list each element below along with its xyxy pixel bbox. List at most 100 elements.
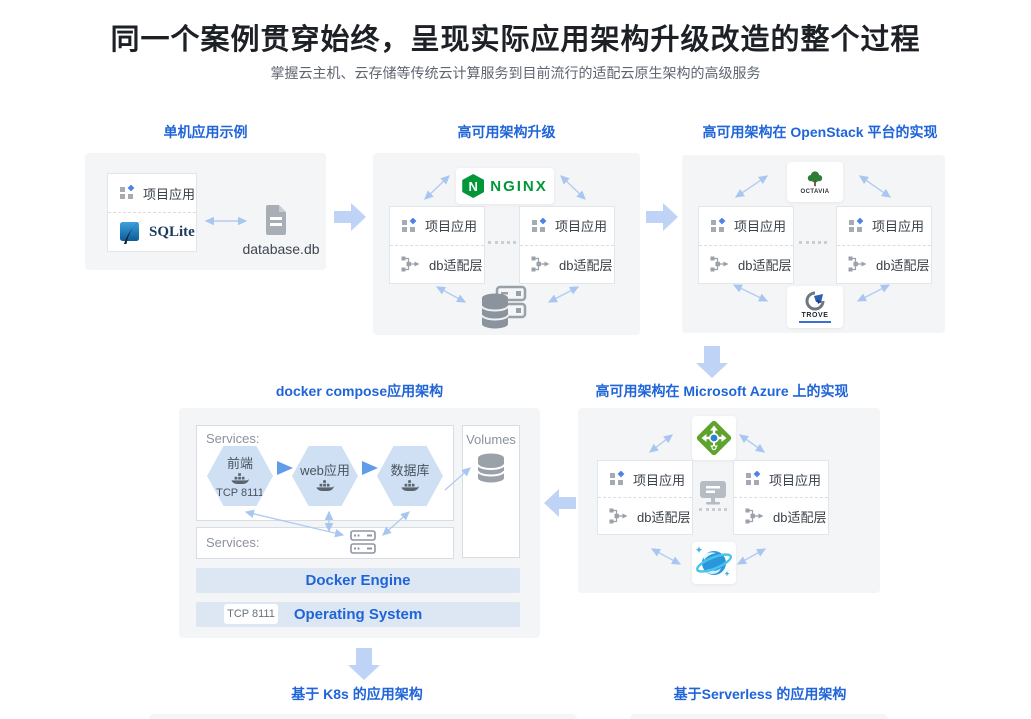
panel-label-k8s: 基于 K8s 的应用架构 — [291, 686, 423, 702]
volumes-label: Volumes — [466, 432, 516, 447]
trove-label: TROVE — [801, 312, 829, 319]
nginx-hexagon-icon: N — [462, 174, 485, 198]
panel-label-openstack: 高可用架构在 OpenStack 平台的实现 — [702, 124, 938, 140]
azure-node-card-1: 项目应用 db适配层 — [597, 460, 693, 535]
db-adapter-row: db适配层 — [390, 244, 484, 284]
db-adapter-label: db适配层 — [773, 509, 827, 525]
server-rack-icon — [350, 530, 376, 554]
db-adapter-row: db适配层 — [520, 244, 614, 284]
services-label: Services: — [206, 535, 260, 550]
page-title: 同一个案例贯穿始终，呈现实际应用架构升级改造的整个过程 — [110, 24, 921, 56]
app-label: 项目应用 — [872, 219, 925, 235]
app-label: 项目应用 — [425, 219, 478, 235]
app-label: 项目应用 — [633, 472, 686, 488]
app-grid-icon — [746, 471, 761, 485]
volume-cylinder-icon — [477, 453, 505, 483]
dots-separator — [488, 241, 516, 244]
hexagon-webapp: web应用 — [292, 446, 358, 506]
octavia-label: OCTAVIA — [800, 188, 830, 195]
app-grid-icon — [532, 217, 547, 232]
dots-separator — [699, 508, 727, 511]
app-grid-icon — [120, 185, 135, 199]
app-row: 项目应用 — [390, 207, 484, 245]
db-adapter-branch-icon — [745, 508, 764, 524]
database-server-icon — [481, 285, 527, 329]
app-label: 项目应用 — [734, 219, 787, 235]
arrow-ha-to-openstack — [646, 203, 678, 231]
db-adapter-row: db适配层 — [734, 497, 828, 534]
openstack-node-card-1: 项目应用 db适配层 — [698, 206, 794, 284]
app-grid-icon — [610, 471, 625, 485]
arrow-openstack-to-azure — [696, 346, 728, 378]
db-adapter-branch-icon — [609, 508, 628, 524]
db-adapter-branch-icon — [531, 256, 550, 272]
app-label: 项目应用 — [555, 219, 608, 235]
page-subtitle: 掌握云主机、云存储等传统云计算服务到目前流行的适配云原生架构的高级服务 — [270, 65, 761, 81]
cosmos-db-icon — [695, 546, 733, 577]
db-file-label: database.db — [242, 241, 320, 257]
openstack-node-card-2: 项目应用 db适配层 — [836, 206, 932, 284]
traffic-manager-icon — [696, 420, 732, 456]
azure-node-card-2: 项目应用 db适配层 — [733, 460, 829, 535]
db-adapter-label: db适配层 — [876, 257, 930, 273]
hexagon-name: 数据库 — [390, 462, 430, 478]
app-grid-icon — [849, 217, 864, 232]
octavia-tree-icon — [807, 170, 823, 186]
app-grid-icon — [711, 217, 726, 232]
tcp-port-chip: TCP 8111 — [224, 604, 278, 624]
monitor-icon — [700, 481, 726, 505]
hexagon-database: 数据库 — [377, 446, 443, 506]
db-adapter-branch-icon — [710, 256, 729, 272]
panel-label-standalone: 单机应用示例 — [163, 124, 248, 140]
db-adapter-branch-icon — [401, 256, 420, 272]
sqlite-row: SQLite — [108, 212, 196, 251]
app-row: 项目应用 — [734, 461, 828, 497]
hexagon-name: 前端 — [226, 456, 253, 471]
app-row: 项目应用 — [108, 174, 196, 212]
db-adapter-row: db适配层 — [699, 244, 793, 284]
octavia-card: OCTAVIA — [787, 162, 843, 202]
app-row: 项目应用 — [837, 207, 931, 245]
app-row: 项目应用 — [699, 207, 793, 245]
db-adapter-row: db适配层 — [837, 244, 931, 284]
app-label: 项目应用 — [143, 186, 196, 202]
hexagon-port: TCP 8111 — [216, 487, 264, 499]
volumes-box — [462, 425, 520, 558]
app-grid-icon — [402, 217, 417, 232]
db-adapter-branch-icon — [848, 256, 867, 272]
bottom-panel-k8s — [149, 714, 577, 719]
panel-label-azure: 高可用架构在 Microsoft Azure 上的实现 — [595, 383, 849, 399]
panel-label-docker: docker compose应用架构 — [275, 383, 444, 399]
ha-node-card-1: 项目应用 db适配层 — [389, 206, 485, 284]
docker-whale-icon — [401, 479, 419, 491]
nginx-logo: N NGINX — [462, 174, 548, 198]
panel-label-ha: 高可用架构升级 — [457, 124, 556, 140]
hexagon-frontend: 前端 TCP 8111 — [207, 446, 273, 506]
trove-icon — [805, 291, 825, 311]
nginx-card: N NGINX — [456, 168, 554, 204]
arrow-standalone-to-ha — [334, 203, 366, 231]
cosmos-db-card — [692, 542, 736, 584]
db-adapter-label: db适配层 — [738, 257, 792, 273]
docker-engine-bar: Docker Engine — [196, 568, 520, 593]
bottom-panel-serverless — [630, 714, 888, 719]
arrow-azure-to-docker — [544, 489, 576, 517]
standalone-app-card: 项目应用 SQLite — [107, 173, 197, 252]
sqlite-label: SQLite — [149, 223, 195, 240]
app-label: 项目应用 — [769, 472, 822, 488]
db-adapter-row: db适配层 — [598, 497, 692, 534]
docker-whale-icon — [316, 479, 334, 491]
app-row: 项目应用 — [520, 207, 614, 245]
trove-underline — [799, 321, 831, 323]
traffic-manager-card — [692, 416, 736, 460]
hexagon-name: web应用 — [300, 462, 350, 478]
docker-whale-icon — [231, 473, 249, 484]
db-adapter-label: db适配层 — [637, 509, 691, 525]
sqlite-logo-icon — [120, 220, 143, 244]
db-adapter-label: db适配层 — [429, 257, 483, 273]
db-file-icon — [266, 205, 286, 235]
services-label: Services: — [206, 431, 260, 446]
ha-node-card-2: 项目应用 db适配层 — [519, 206, 615, 284]
dots-separator — [799, 241, 827, 244]
